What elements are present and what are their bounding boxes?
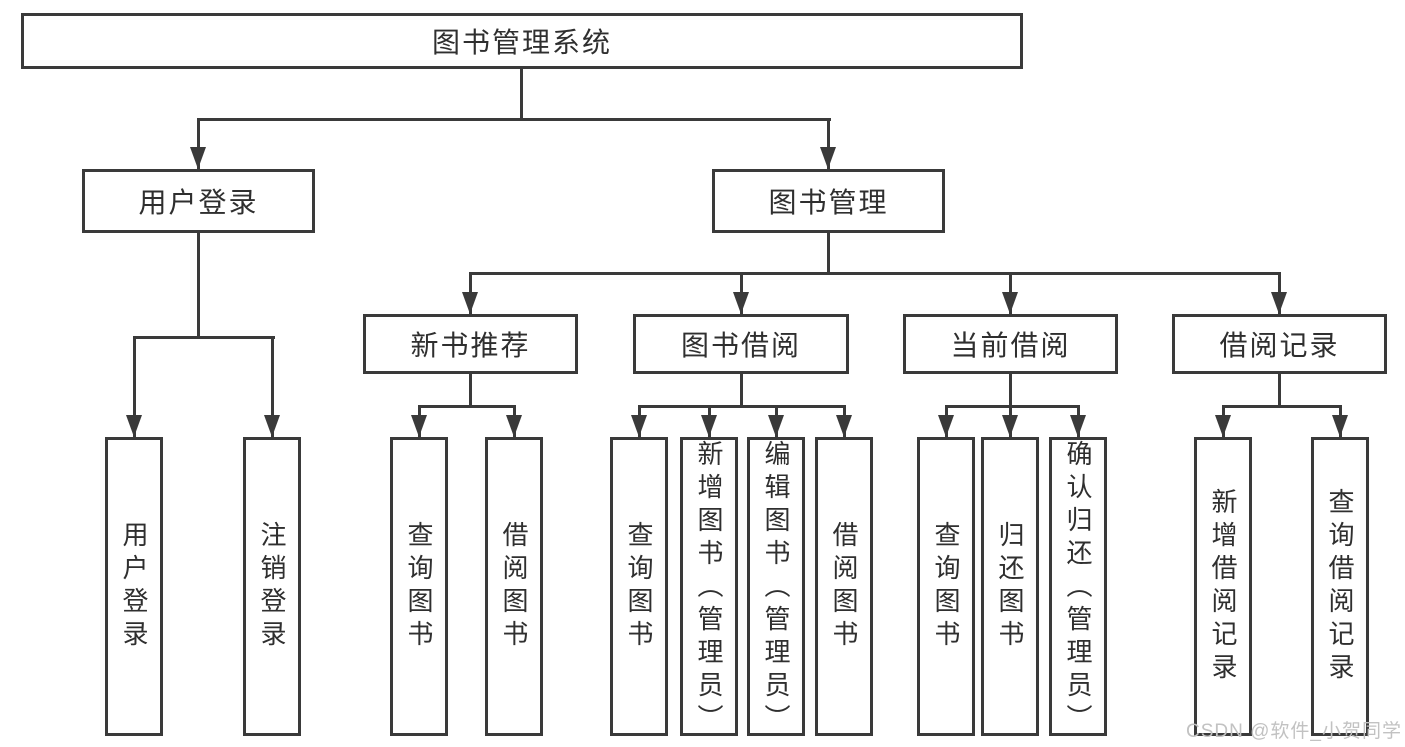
arrowhead-down-icon bbox=[506, 415, 522, 437]
arrowhead-down-icon bbox=[462, 292, 478, 314]
arrowhead-down-icon bbox=[411, 415, 427, 437]
connector-line bbox=[1009, 374, 1012, 405]
leaf-edit-books-admin: 编辑图书（管理员） bbox=[747, 437, 805, 737]
node-label: 借阅记录 bbox=[1219, 330, 1340, 361]
connector-line bbox=[271, 336, 274, 437]
connector-line bbox=[827, 233, 830, 272]
node-label: 当前借阅 bbox=[950, 330, 1071, 361]
node-label: 新增借阅记录 bbox=[1208, 487, 1238, 686]
node-label: 用户登录 bbox=[119, 520, 149, 653]
arrowhead-down-icon bbox=[1002, 415, 1018, 437]
connector-line bbox=[469, 272, 1281, 275]
connector-line bbox=[827, 118, 830, 169]
arrowhead-down-icon bbox=[264, 415, 280, 437]
arrowhead-down-icon bbox=[701, 415, 717, 437]
arrowhead-down-icon bbox=[1332, 415, 1348, 437]
connector-line bbox=[197, 118, 831, 121]
leaf-borrow-books-recommend: 借阅图书 bbox=[485, 437, 543, 736]
arrowhead-down-icon bbox=[1002, 292, 1018, 314]
node-book-borrowing: 图书借阅 bbox=[633, 314, 849, 374]
node-label: 图书管理系统 bbox=[431, 27, 612, 58]
arrowhead-down-icon bbox=[733, 292, 749, 314]
node-label: 借阅图书 bbox=[499, 520, 529, 653]
node-label: 图书借阅 bbox=[680, 330, 801, 361]
arrowhead-down-icon bbox=[938, 415, 954, 437]
leaf-add-borrow-record: 新增借阅记录 bbox=[1194, 437, 1252, 736]
node-label: 查询图书 bbox=[931, 520, 961, 653]
connector-line bbox=[638, 405, 846, 408]
connector-line bbox=[133, 336, 136, 437]
node-new-book-recommend: 新书推荐 bbox=[363, 314, 578, 374]
arrowhead-down-icon bbox=[1215, 415, 1231, 437]
node-label: 确认归还（管理员） bbox=[1063, 440, 1093, 737]
leaf-logout: 注销登录 bbox=[243, 437, 301, 736]
connector-line bbox=[418, 405, 516, 408]
node-label: 新增图书（管理员） bbox=[694, 440, 724, 737]
node-book-management-branch: 图书管理 bbox=[712, 169, 945, 233]
leaf-return-books: 归还图书 bbox=[981, 437, 1039, 736]
node-label: 查询图书 bbox=[404, 520, 434, 653]
leaf-borrow-books: 借阅图书 bbox=[815, 437, 873, 736]
connector-line bbox=[197, 118, 200, 169]
node-label: 归还图书 bbox=[995, 520, 1025, 653]
node-label: 图书管理 bbox=[768, 187, 889, 218]
leaf-query-books-borrowing: 查询图书 bbox=[610, 437, 668, 736]
node-label: 查询图书 bbox=[624, 520, 654, 653]
node-label: 用户登录 bbox=[138, 187, 259, 218]
arrowhead-down-icon bbox=[126, 415, 142, 437]
node-label: 借阅图书 bbox=[829, 520, 859, 653]
node-label: 新书推荐 bbox=[410, 330, 531, 361]
connector-line bbox=[740, 374, 743, 405]
connector-line bbox=[1278, 374, 1281, 405]
arrowhead-down-icon bbox=[631, 415, 647, 437]
leaf-add-books-admin: 新增图书（管理员） bbox=[680, 437, 738, 737]
connector-line bbox=[520, 69, 523, 118]
leaf-query-books-recommend: 查询图书 bbox=[390, 437, 448, 736]
arrowhead-down-icon bbox=[768, 415, 784, 437]
connector-line bbox=[469, 374, 472, 405]
leaf-query-books-current: 查询图书 bbox=[917, 437, 975, 736]
node-current-borrowing: 当前借阅 bbox=[903, 314, 1118, 374]
node-root-library-system: 图书管理系统 bbox=[21, 13, 1023, 69]
connector-line bbox=[945, 405, 1080, 408]
leaf-user-login: 用户登录 bbox=[105, 437, 163, 736]
arrowhead-down-icon bbox=[1271, 292, 1287, 314]
node-user-login-branch: 用户登录 bbox=[82, 169, 315, 233]
node-borrowing-records: 借阅记录 bbox=[1172, 314, 1387, 374]
connector-line bbox=[1222, 405, 1341, 408]
node-label: 注销登录 bbox=[257, 520, 287, 653]
node-label: 查询借阅记录 bbox=[1325, 487, 1355, 686]
csdn-watermark: CSDN @软件_小贺同学 bbox=[1186, 721, 1402, 742]
leaf-confirm-return-admin: 确认归还（管理员） bbox=[1049, 437, 1107, 737]
arrowhead-down-icon bbox=[190, 147, 206, 169]
leaf-query-borrow-record: 查询借阅记录 bbox=[1311, 437, 1369, 736]
connector-line bbox=[133, 336, 275, 339]
arrowhead-down-icon bbox=[1070, 415, 1086, 437]
connector-line bbox=[197, 233, 200, 336]
arrowhead-down-icon bbox=[836, 415, 852, 437]
node-label: 编辑图书（管理员） bbox=[761, 440, 791, 737]
arrowhead-down-icon bbox=[820, 147, 836, 169]
